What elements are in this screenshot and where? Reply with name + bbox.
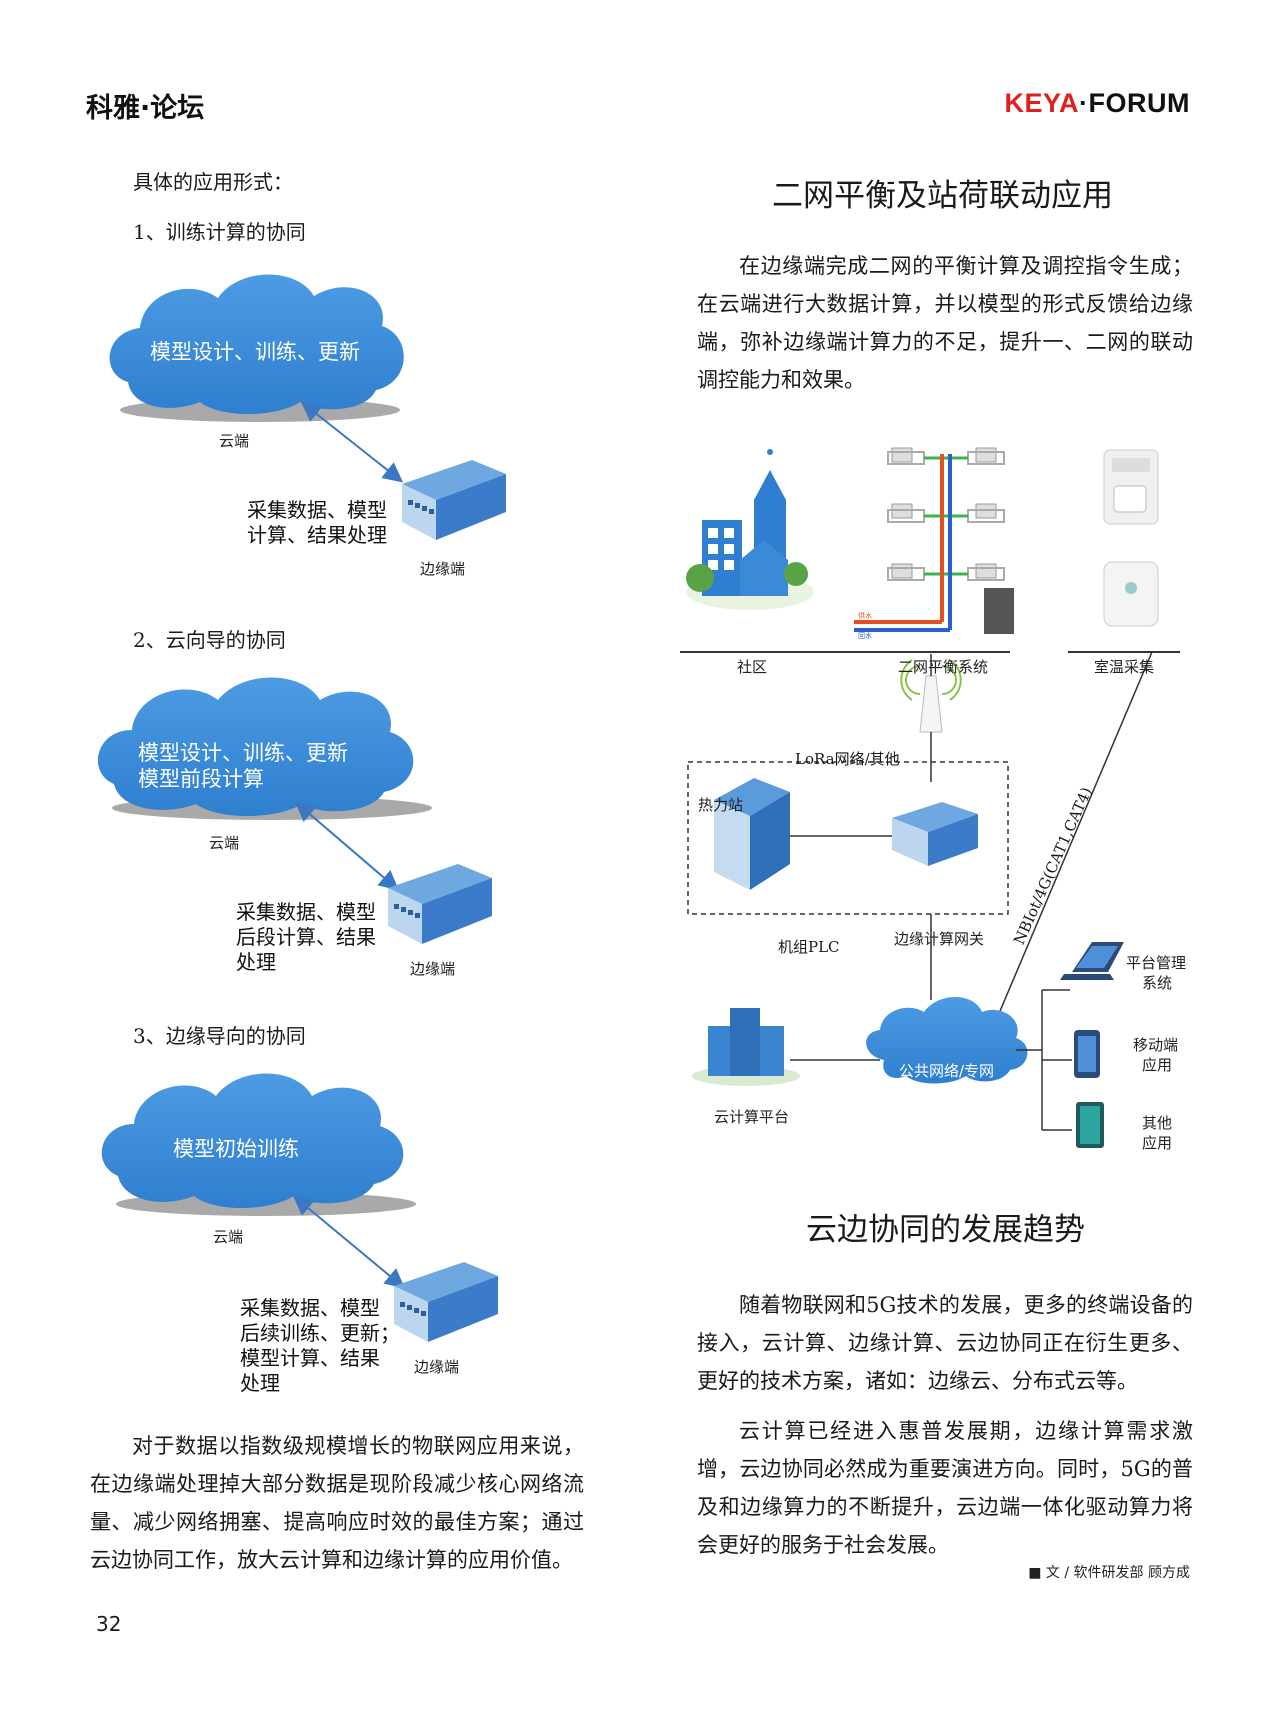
community-icon: [686, 449, 814, 610]
label-other-2: 应用: [1142, 1134, 1173, 1152]
cloud-shape: [101, 1073, 404, 1208]
diagram-edge-guided-collaboration: [101, 1073, 498, 1342]
laptop-icon: [1060, 942, 1124, 980]
edge1-note-2: 计算、结果处理: [247, 523, 387, 547]
cloud-shape: [109, 274, 404, 414]
label-station: 热力站: [698, 796, 744, 814]
paragraph-trend-1: 随着物联网和5G技术的发展，更多的终端设备的接入，云计算、边缘计算、云边协同正在…: [697, 1293, 1193, 1393]
label-community: 社区: [737, 658, 768, 676]
cloud3-text: 模型初始训练: [173, 1137, 299, 1161]
edge2-label: 边缘端: [410, 960, 456, 978]
edge-device-icon: [394, 1262, 498, 1342]
edge3-note-4: 处理: [240, 1371, 280, 1395]
section3-title: 3、边缘导向的协同: [133, 1024, 306, 1048]
heading-trend: 云边协同的发展趋势: [806, 1212, 1085, 1248]
section2-title: 2、云向导的协同: [133, 628, 286, 652]
label-cloud-platform: 云计算平台: [714, 1108, 790, 1126]
edge-device-icon: [402, 460, 506, 540]
cloud3-label: 云端: [213, 1228, 244, 1246]
cloud2-text-2: 模型前段计算: [138, 767, 264, 791]
cloud1-label: 云端: [219, 432, 250, 450]
label-balance-system: 二网平衡系统: [898, 658, 989, 676]
edge1-note-1: 采集数据、模型: [247, 498, 387, 522]
paragraph-balance: 在边缘端完成二网的平衡计算及调控指令生成；在云端进行大数据计算，并以模型的形式反…: [697, 254, 1193, 392]
edge3-label: 边缘端: [414, 1358, 460, 1376]
intro-text: 具体的应用形式：: [133, 170, 293, 194]
edge2-note-1: 采集数据、模型: [236, 900, 376, 924]
network-diagram: 供水 回水: [680, 447, 1180, 1148]
label-mobile-2: 应用: [1142, 1056, 1173, 1074]
label-platform-mgmt-1: 平台管理: [1126, 954, 1187, 972]
label-other-1: 其他: [1142, 1114, 1173, 1132]
brand-forum: ·FORUM: [1079, 88, 1190, 118]
label-platform-mgmt-2: 系统: [1142, 974, 1173, 992]
label-room-temp: 室温采集: [1094, 658, 1155, 676]
cloud1-text: 模型设计、训练、更新: [150, 340, 360, 364]
supply-label: 供水: [858, 611, 872, 620]
cloud2-label: 云端: [209, 834, 240, 852]
plc-icon: [714, 778, 790, 890]
edge3-note-1: 采集数据、模型: [240, 1296, 380, 1320]
label-public-network: 公共网络/专网: [899, 1062, 995, 1080]
heading-balance: 二网平衡及站荷联动应用: [772, 178, 1113, 214]
tablet-icon: [1076, 1102, 1104, 1148]
edge3-note-3: 模型计算、结果: [240, 1346, 380, 1370]
byline: ■ 文 / 软件研发部 顾方成: [1028, 1565, 1190, 1581]
label-mobile-1: 移动端: [1133, 1036, 1179, 1054]
edge-gateway-icon: [892, 802, 978, 866]
lora-antenna-icon: [900, 659, 962, 733]
magazine-brand: KEYA·FORUM: [1004, 88, 1190, 119]
edge2-note-2: 后段计算、结果: [236, 925, 376, 949]
page-number: 32: [96, 1612, 122, 1636]
label-gateway: 边缘计算网关: [894, 930, 985, 948]
label-lora: LoRa网络/其他: [795, 750, 900, 768]
cloud-shape: [97, 677, 414, 816]
cloud-platform-icon: [692, 1008, 800, 1086]
edge2-note-3: 处理: [236, 950, 276, 974]
edge-device-icon: [388, 864, 492, 944]
public-network-cloud-icon: [866, 997, 1028, 1084]
left-paragraph: 对于数据以指数级规模增长的物联网应用来说，在边缘端处理掉大部分数据是现阶段减少核…: [90, 1434, 584, 1572]
section1-title: 1、训练计算的协同: [133, 220, 306, 244]
return-label: 回水: [858, 631, 872, 640]
edge3-note-2: 后续训练、更新；: [240, 1321, 400, 1345]
room-sensor-icon: [1103, 449, 1159, 627]
diagram-cloud-guided-collaboration: [97, 677, 492, 944]
diagram-training-collaboration: [109, 274, 506, 540]
cloud2-text-1: 模型设计、训练、更新: [138, 741, 348, 765]
balance-system-icon: [854, 447, 1014, 634]
mobile-phone-icon: [1074, 1030, 1100, 1078]
paragraph-trend-2: 云计算已经进入惠普发展期，边缘计算需求激增，云边协同必然成为重要演进方向。同时，…: [697, 1419, 1193, 1557]
label-plc: 机组PLC: [778, 938, 840, 956]
magazine-title: 科雅·论坛: [86, 93, 205, 124]
brand-keya: KEYA: [1004, 88, 1080, 118]
edge1-label: 边缘端: [420, 560, 466, 578]
